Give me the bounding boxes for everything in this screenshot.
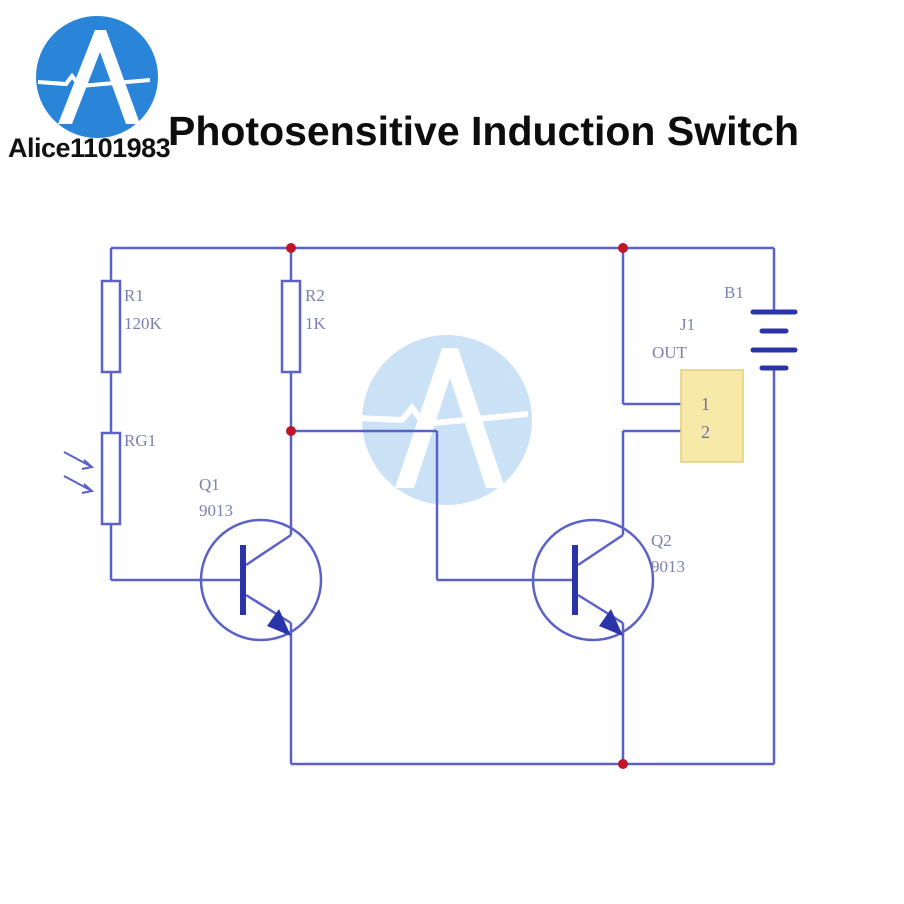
j1-pin-2: 2 [701,422,710,442]
resistor-r2: R2 1K [280,279,327,374]
junction-nodes [286,243,628,769]
q1-ref: Q1 [199,475,220,494]
brand-name: Alice1101983 [8,133,171,163]
transistor-q1: Q1 9013 [199,475,323,642]
resistor-r1: R1 120K [100,279,163,374]
j1-pin-1: 1 [701,394,710,414]
j1-ref: J1 [680,315,695,334]
connector-j1: 1 2 J1 OUT [652,315,744,463]
rg1-ref: RG1 [124,431,156,450]
light-arrows-icon [63,451,95,494]
page-title: Photosensitive Induction Switch [168,108,799,154]
photoresistor-rg1: RG1 [63,431,156,526]
r2-ref: R2 [305,286,325,305]
wires [109,246,776,766]
battery-b1: B1 [724,283,798,371]
r1-value: 120K [124,314,163,333]
q1-value: 9013 [199,501,233,520]
r1-ref: R1 [124,286,144,305]
j1-value: OUT [652,343,688,362]
q2-ref: Q2 [651,531,672,550]
brand-logo-icon [36,16,158,138]
watermark-logo-icon [355,335,532,505]
b1-ref: B1 [724,283,744,302]
r2-value: 1K [305,314,327,333]
transistor-q2: Q2 9013 [531,518,685,642]
q2-value: 9013 [651,557,685,576]
